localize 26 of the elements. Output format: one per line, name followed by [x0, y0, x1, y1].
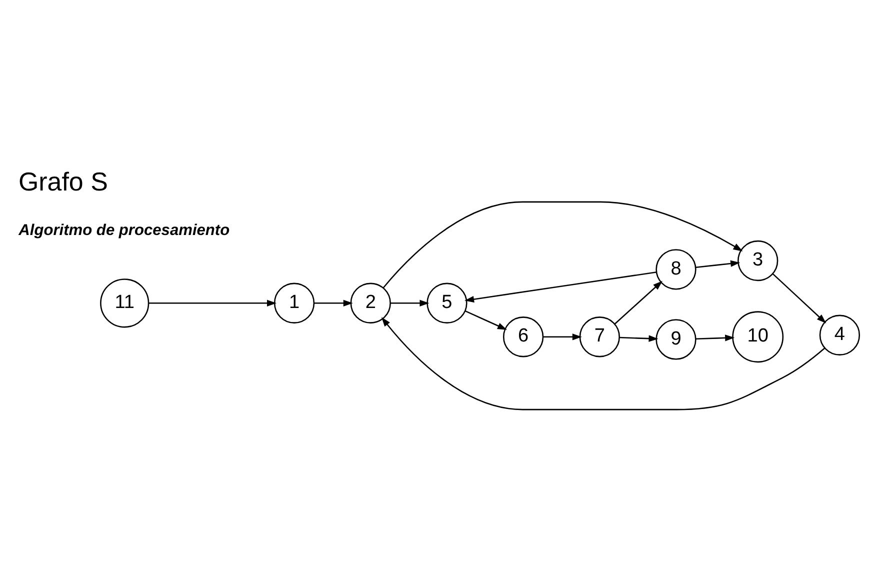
- node-circle: 2: [350, 282, 391, 324]
- node-circle: 8: [656, 249, 696, 290]
- node-circle: 1: [274, 282, 315, 324]
- arrow: [464, 272, 657, 303]
- arrow: [619, 335, 658, 342]
- arrow: [614, 280, 662, 324]
- label: Algoritmo de procesamiento: [18, 222, 230, 240]
- node-circle: 10: [732, 311, 784, 363]
- node-circle: 4: [819, 314, 860, 356]
- node-circle: 11: [100, 278, 150, 328]
- node-circle: 6: [502, 316, 544, 358]
- node-circle: 3: [738, 240, 778, 282]
- arrow: [772, 273, 826, 324]
- arrow: [696, 260, 740, 268]
- arrow: [314, 300, 353, 306]
- arrow: [382, 201, 743, 288]
- diagram-title: Grafo S: [18, 168, 108, 197]
- arrow: [464, 310, 508, 330]
- arrow: [381, 317, 826, 410]
- node-circle: 9: [656, 319, 696, 360]
- arrow: [148, 300, 277, 306]
- arrow: [543, 334, 582, 340]
- arrow: [696, 334, 735, 342]
- node-circle: 5: [426, 282, 468, 324]
- arrow: [390, 300, 430, 306]
- node-circle: 7: [579, 316, 620, 358]
